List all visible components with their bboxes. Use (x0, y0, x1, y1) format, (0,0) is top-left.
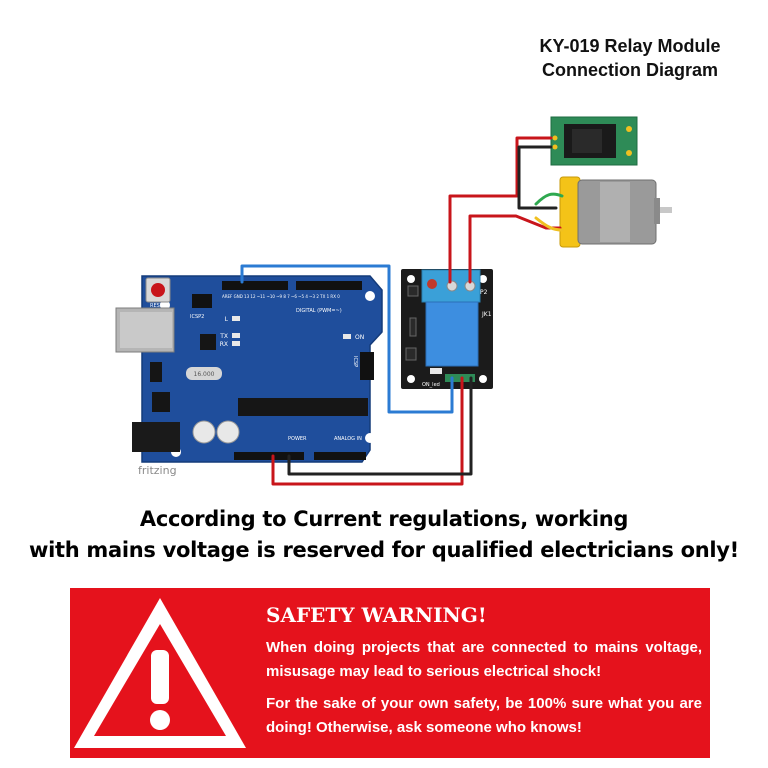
notice-line-2: with mains voltage is reserved for quali… (29, 538, 739, 562)
terminal-screw (446, 280, 458, 292)
analog-label: ANALOG IN (334, 436, 362, 442)
crystal-label: 16.000 (194, 371, 215, 378)
vcc-wire (271, 376, 464, 486)
ky019-relay-module: P2 JK1 ON_led (401, 269, 493, 389)
capacitor (216, 420, 240, 444)
power-jack (132, 422, 180, 452)
notice-line-1: According to Current regulations, workin… (139, 507, 629, 531)
tx-led (232, 333, 240, 338)
icsp2-label: ICSP2 (190, 314, 204, 320)
wiring-diagram: RESET ICSP2 16.000 L TX RX ON ICSP (115, 116, 672, 486)
digital-label: DIGITAL (PWM=~) (296, 308, 342, 314)
title-line-2: Connection Diagram (541, 60, 719, 80)
title-line-1: KY-019 Relay Module (539, 36, 721, 56)
pin-labels-top: AREF GND 13 12 ~11 ~10 ~9 8 7 ~6 ~5 4 ~3… (222, 294, 340, 299)
relay-input-header (445, 374, 475, 382)
jack-positive-wire (448, 136, 553, 284)
jack-negative-wire (517, 145, 558, 210)
usb-chip (200, 334, 216, 350)
warning-text: SAFETY WARNING! When doing projects that… (266, 602, 702, 748)
jk1-label: JK1 (481, 311, 492, 318)
rx-led (232, 341, 240, 346)
dc-power-jack (550, 116, 638, 166)
exclamation-triangle-icon (74, 598, 246, 748)
regulator-chip (150, 362, 162, 382)
arduino-uno-board: RESET ICSP2 16.000 L TX RX ON ICSP (115, 275, 383, 463)
digital-header-right (296, 281, 362, 290)
power-header (234, 452, 304, 460)
l-led (232, 316, 240, 321)
motor-shaft (660, 207, 672, 213)
tx-label: TX (219, 333, 228, 340)
on-led (343, 334, 351, 339)
mounting-hole (365, 433, 375, 443)
relay-block (425, 301, 479, 367)
analog-header (314, 452, 366, 460)
p2-label: P2 (480, 289, 488, 296)
terminal-screw (427, 279, 437, 289)
motor-lead-green (534, 192, 564, 206)
warning-title: SAFETY WARNING! (266, 603, 487, 627)
on-label: ON (355, 334, 364, 341)
regulator-chip (152, 392, 170, 412)
warning-paragraph-2: For the sake of your own safety, be 100%… (266, 695, 702, 736)
icsp-header (360, 352, 374, 380)
warning-paragraph-1: When doing projects that are connected t… (266, 639, 702, 680)
diagram-title: KY-019 Relay Module Connection Diagram (500, 34, 760, 82)
l-label: L (225, 316, 229, 323)
fritzing-watermark: fritzing (138, 464, 177, 477)
reset-label: RESET (150, 303, 167, 309)
wires (240, 136, 564, 486)
gnd-wire (287, 376, 473, 476)
reset-button-cap (151, 283, 165, 297)
crystal (186, 367, 222, 380)
icsp2-header (192, 294, 212, 308)
mounting-hole (365, 291, 375, 301)
digital-header-left (222, 281, 288, 290)
on-led-indicator (430, 368, 442, 374)
capacitor (192, 420, 216, 444)
motor-lead-yellow (534, 216, 564, 232)
atmega-microcontroller (238, 398, 368, 416)
dc-motor (559, 176, 672, 248)
power-label: POWER (288, 436, 307, 442)
motor-endcap (559, 176, 581, 248)
on-led-label: ON_led (422, 382, 440, 388)
rx-label: RX (220, 341, 228, 348)
icsp-label: ICSP (352, 356, 358, 367)
regulation-notice: According to Current regulations, workin… (0, 504, 768, 566)
signal-wire (240, 264, 454, 414)
safety-warning-banner: SAFETY WARNING! When doing projects that… (70, 588, 710, 758)
